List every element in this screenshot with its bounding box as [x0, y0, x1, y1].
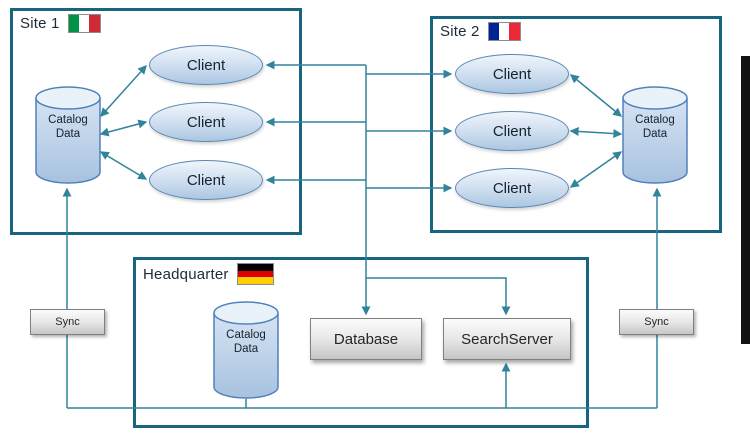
- site2-client-3: Client: [455, 168, 569, 208]
- site1-client-3: Client: [149, 160, 263, 200]
- sync-right: Sync: [619, 309, 694, 335]
- sync-label: Sync: [55, 316, 80, 328]
- catalog-data-label: Catalog Data: [635, 114, 675, 141]
- headquarter-label-text: Headquarter: [143, 265, 229, 283]
- site2-catalog-data-store: Catalog Data: [622, 85, 688, 185]
- client-label: Client: [492, 179, 532, 197]
- database-server: Database: [310, 318, 422, 360]
- client-label: Client: [492, 65, 532, 83]
- site2-client-2: Client: [455, 111, 569, 151]
- database-label: Database: [333, 330, 399, 348]
- headquarter-box: [133, 257, 589, 428]
- headquarter-label: Headquarter: [143, 263, 274, 285]
- search-server-label: SearchServer: [461, 330, 553, 348]
- sync-label: Sync: [644, 316, 669, 328]
- cylinder-shape: [35, 86, 101, 184]
- site1-label-text: Site 1: [20, 15, 60, 32]
- search-server: SearchServer: [443, 318, 571, 360]
- cylinder-shape: [622, 86, 688, 184]
- client-label: Client: [186, 113, 226, 131]
- site2-client-1: Client: [455, 54, 569, 94]
- client-label: Client: [186, 171, 226, 189]
- catalog-data-label: Catalog Data: [48, 114, 88, 141]
- site1-client-1: Client: [149, 45, 263, 85]
- site2-label-text: Site 2: [440, 23, 480, 40]
- italy-flag: [67, 14, 101, 33]
- site1-catalog-data-store: Catalog Data: [35, 85, 101, 185]
- right-dark-strip: [741, 56, 750, 344]
- site2-box: [430, 16, 722, 233]
- france-flag: [487, 22, 521, 41]
- client-label: Client: [186, 56, 226, 74]
- cylinder-shape: [213, 301, 279, 399]
- site1-label: Site 1: [20, 14, 101, 33]
- sync-left: Sync: [30, 309, 105, 335]
- catalog-data-label: Catalog Data: [226, 329, 266, 356]
- hq-catalog-data-store: Catalog Data: [213, 300, 279, 400]
- site1-client-2: Client: [149, 102, 263, 142]
- germany-flag: [236, 263, 274, 285]
- site2-label: Site 2: [440, 22, 521, 41]
- client-label: Client: [492, 122, 532, 140]
